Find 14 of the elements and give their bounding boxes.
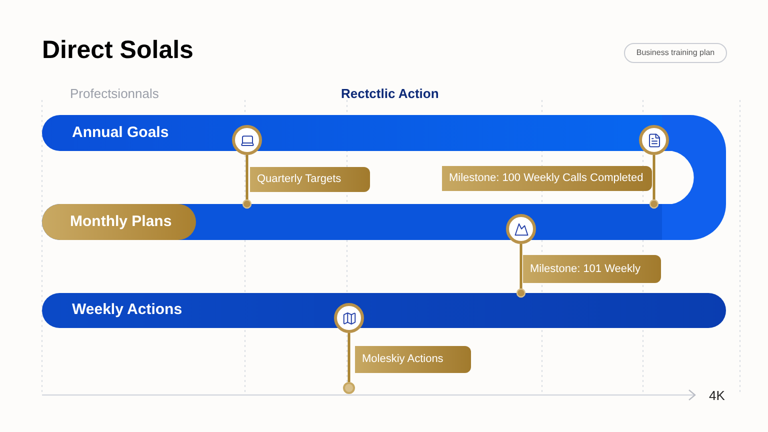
milestone-tag: Quarterly Targets: [250, 167, 370, 192]
milestone-tag: Moleskiy Actions: [355, 346, 471, 373]
column-header: Rectctlic Action: [341, 85, 439, 103]
tag-pill: Business training plan: [624, 43, 727, 63]
axis-label: 4K: [709, 387, 725, 405]
timeline-band: Annual Goals: [42, 115, 662, 151]
column-header: Profectsionnals: [70, 85, 159, 103]
diagram-title: Direct Solals: [42, 38, 194, 63]
milestone-tag: Milestone: 101 Weekly: [523, 255, 661, 283]
band-label: Monthly Plans: [42, 204, 196, 240]
band-curve: [662, 115, 726, 240]
milestone-tag: Milestone: 100 Weekly Calls Completed: [442, 166, 652, 191]
timeline-band: Weekly Actions: [42, 293, 726, 328]
timeline-band: [42, 204, 663, 240]
